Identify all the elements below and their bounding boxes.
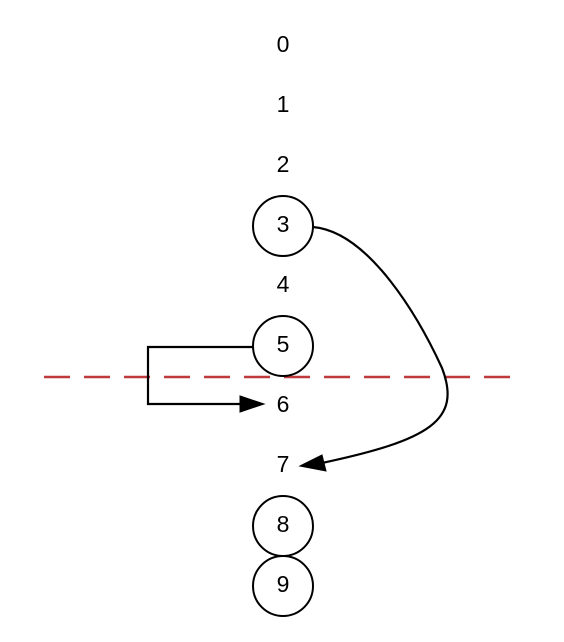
node-label-5: 5 <box>277 331 290 357</box>
node-5: 5 <box>252 315 314 377</box>
node-7: 7 <box>277 451 290 477</box>
node-9: 9 <box>252 555 314 617</box>
node-6: 6 <box>277 391 290 417</box>
node-0: 0 <box>277 31 290 57</box>
edge-3-to-7 <box>312 225 449 465</box>
arrowhead-to-6 <box>239 395 266 413</box>
node-label-3: 3 <box>277 211 290 237</box>
node-label-1: 1 <box>277 91 290 117</box>
arrowhead-to-7 <box>298 454 327 472</box>
node-3: 3 <box>252 195 314 257</box>
node-4: 4 <box>277 271 290 297</box>
node-label-2: 2 <box>277 151 290 177</box>
node-label-8: 8 <box>277 511 290 537</box>
node-circle-9 <box>252 555 314 617</box>
node-circle-3 <box>252 195 314 257</box>
node-1: 1 <box>277 91 290 117</box>
edge-5-to-6 <box>146 345 254 406</box>
node-label-7: 7 <box>277 451 290 477</box>
node-circle-5 <box>252 315 314 377</box>
node-label-0: 0 <box>277 31 290 57</box>
node-label-4: 4 <box>277 271 290 297</box>
node-label-6: 6 <box>277 391 290 417</box>
node-8: 8 <box>252 495 314 557</box>
node-label-9: 9 <box>277 571 290 597</box>
node-2: 2 <box>277 151 290 177</box>
